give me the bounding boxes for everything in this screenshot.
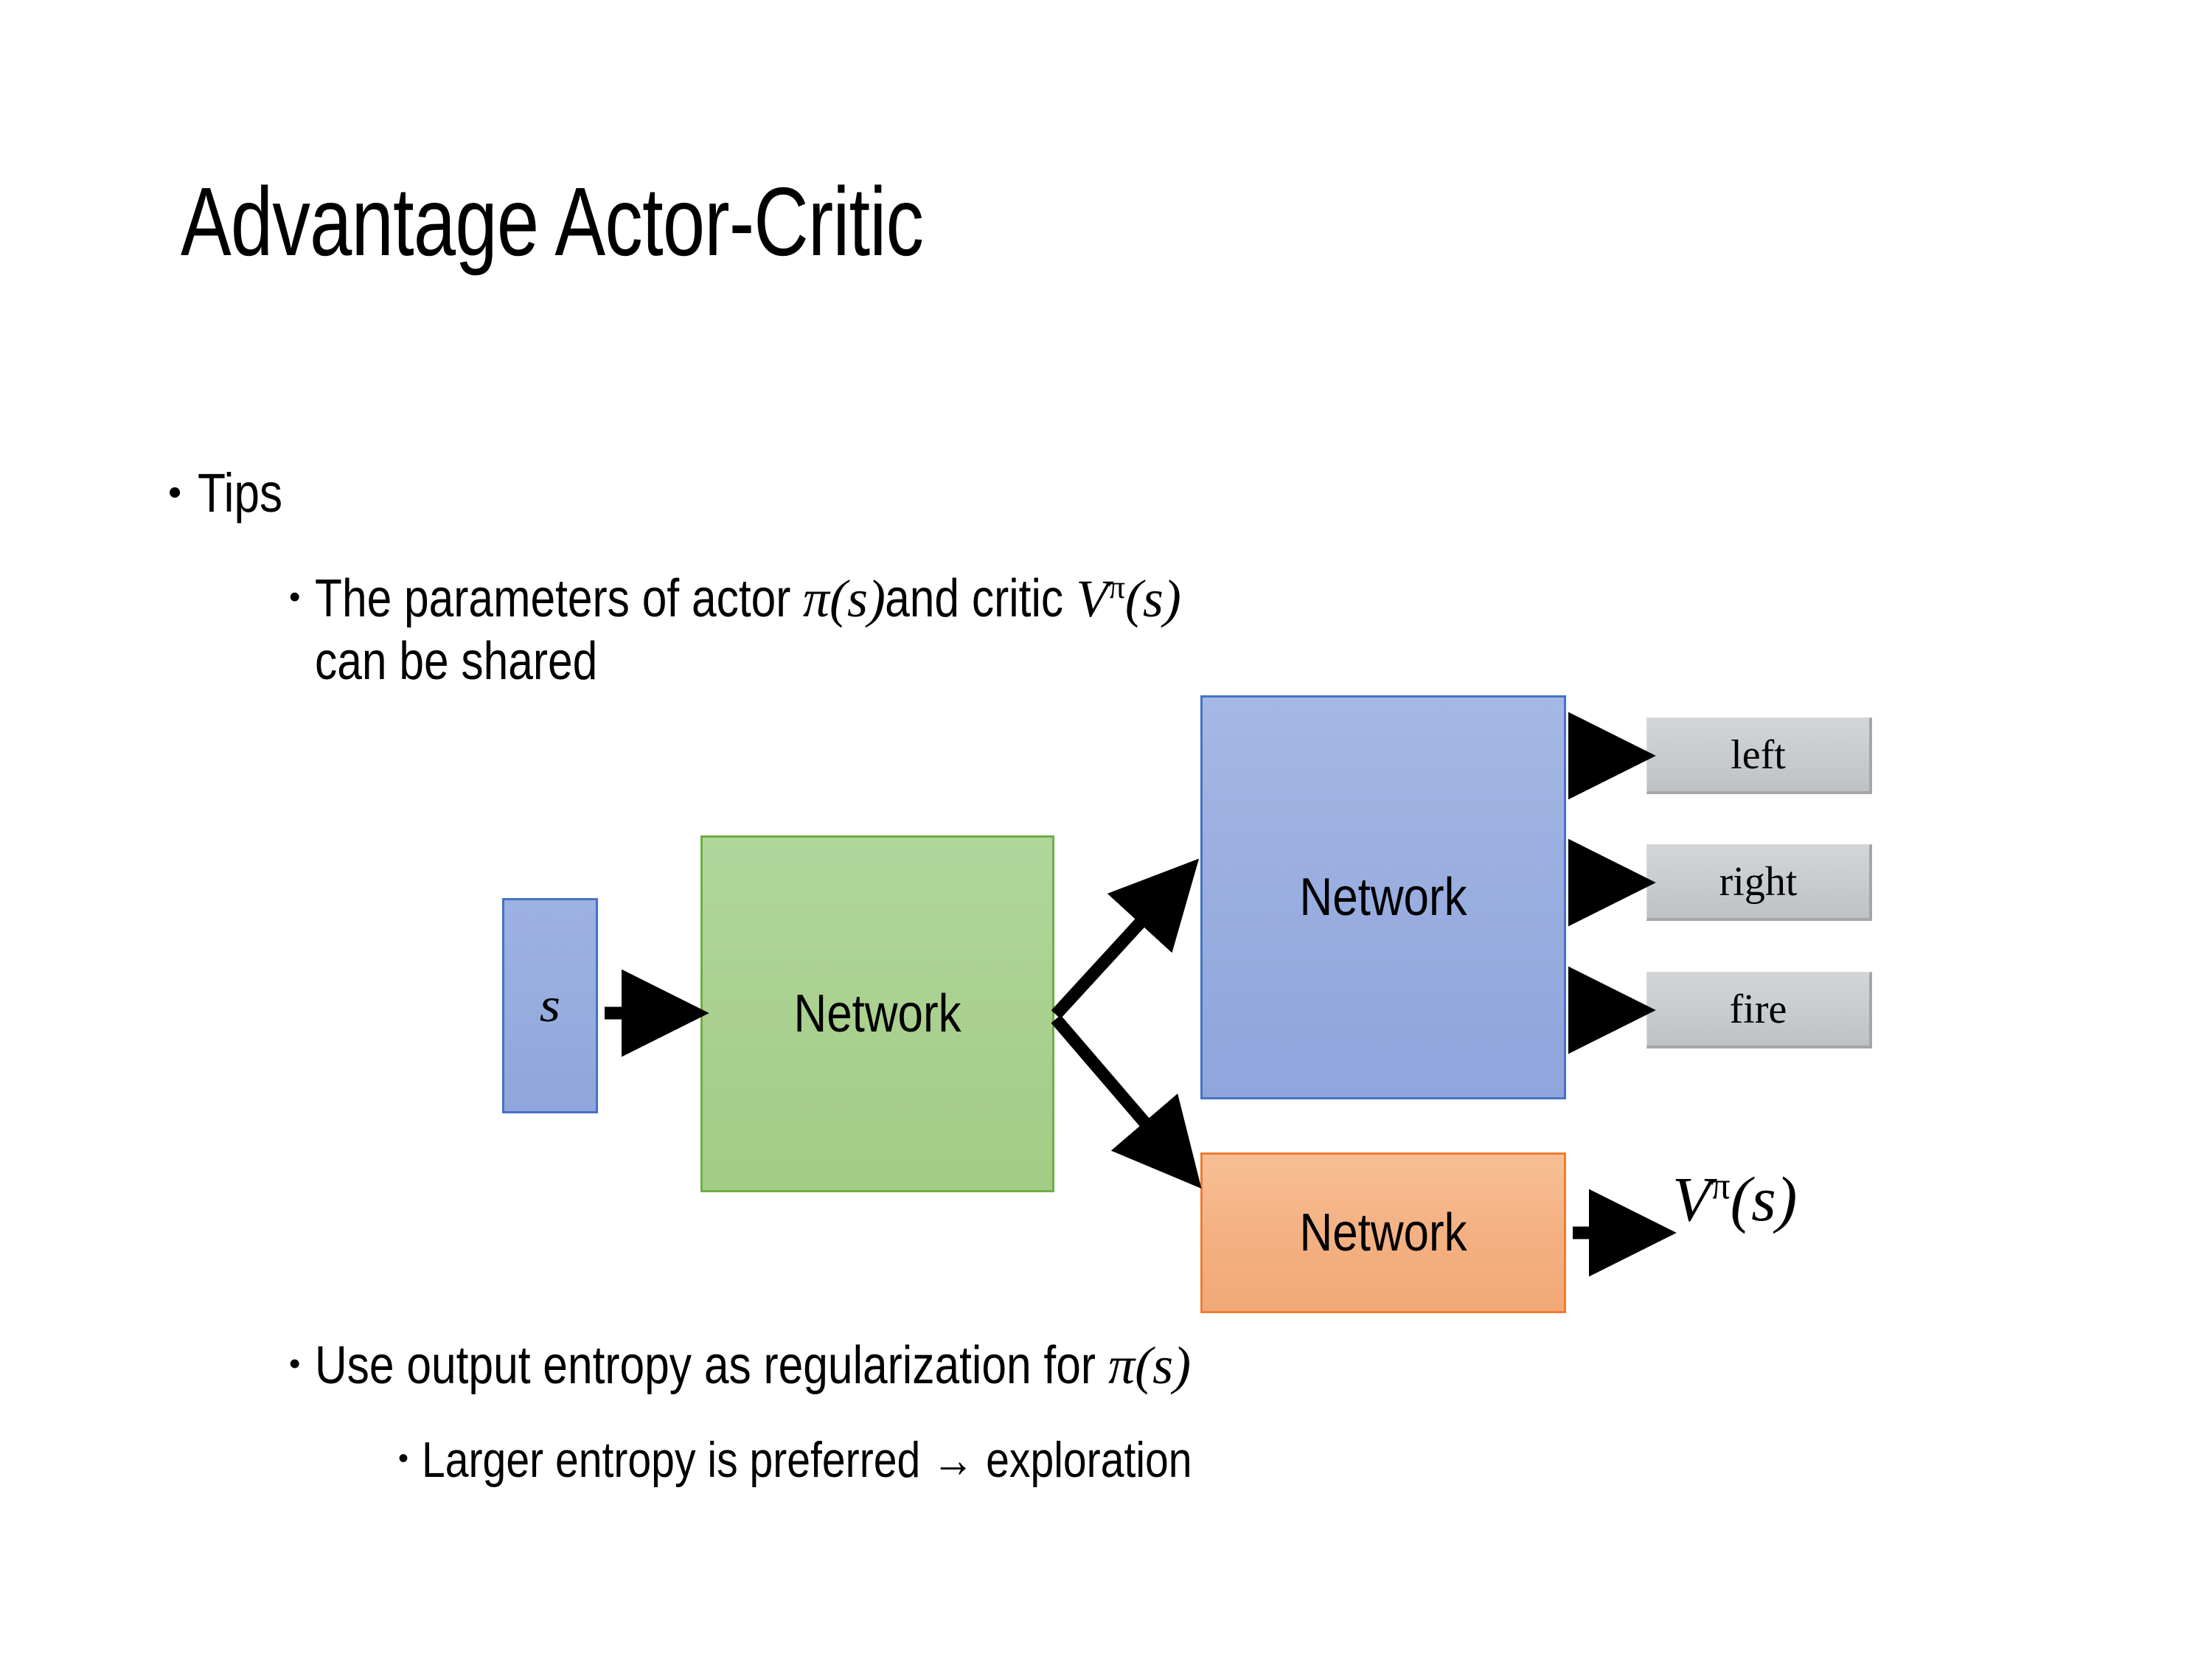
arrow-shared-to-critic — [1051, 1015, 1202, 1189]
bullet-shared-parameters: • The parameters of actor π(s) and criti… — [289, 568, 2132, 693]
value-function-superscript: π — [1711, 1165, 1731, 1208]
node-shared-network-label: Network — [793, 984, 961, 1043]
value-function-base: V — [1672, 1164, 1711, 1234]
output-action-left: left — [1646, 717, 1872, 794]
node-state-input: s — [502, 898, 598, 1113]
node-state-label: s — [539, 978, 561, 1032]
bullet-exploration-label: Larger entropy is preferred → exploratio… — [422, 1432, 1192, 1488]
bullet-marker-icon: • — [289, 579, 301, 615]
param-middle-text: and critic — [872, 569, 1077, 628]
value-function-argument: (s) — [1730, 1164, 1798, 1234]
bullet-shared-parameters-text: The parameters of actor π(s) and critic … — [315, 568, 1841, 693]
entropy-policy-math: π(s) — [1108, 1336, 1192, 1395]
bullet-marker-icon: • — [168, 471, 182, 514]
bullet-exploration: • Larger entropy is preferred → explorat… — [398, 1430, 1339, 1489]
arrow-shared-to-actor — [1051, 858, 1200, 1019]
bullet-entropy-regularization: • Use output entropy as regularization f… — [289, 1335, 1342, 1397]
param-second-line: can be shared — [315, 631, 598, 691]
node-actor-network-label: Network — [1299, 868, 1467, 927]
output-value-function-math: Vπ(s) — [1672, 1162, 1797, 1236]
critic-value-argument: (s) — [1124, 569, 1181, 628]
bullet-tips-label: Tips — [198, 462, 283, 524]
page-title: Advantage Actor-Critic — [181, 167, 924, 276]
critic-value-math: Vπ(s) — [1076, 568, 1180, 630]
bullet-tips: • Tips — [168, 462, 299, 524]
node-critic-network-label: Network — [1299, 1203, 1467, 1262]
node-shared-network: Network — [700, 835, 1054, 1192]
output-action-right: right — [1646, 844, 1872, 921]
output-action-right-label: right — [1719, 858, 1798, 905]
node-critic-network: Network — [1200, 1152, 1566, 1313]
actor-policy-math: π(s) — [803, 569, 886, 628]
output-action-fire-label: fire — [1729, 986, 1787, 1032]
bullet-marker-icon: • — [398, 1442, 409, 1475]
entropy-lead-text: Use output entropy as regularization for — [315, 1336, 1109, 1395]
output-action-left-label: left — [1731, 731, 1786, 778]
bullet-marker-icon: • — [289, 1346, 301, 1382]
critic-value-base: V — [1076, 569, 1109, 628]
param-lead-text: The parameters of actor — [315, 569, 804, 628]
bullet-entropy-text: Use output entropy as regularization for… — [315, 1335, 1191, 1397]
node-actor-network: Network — [1200, 695, 1566, 1099]
output-action-fire: fire — [1646, 972, 1872, 1048]
critic-value-superscript: π — [1108, 568, 1125, 605]
